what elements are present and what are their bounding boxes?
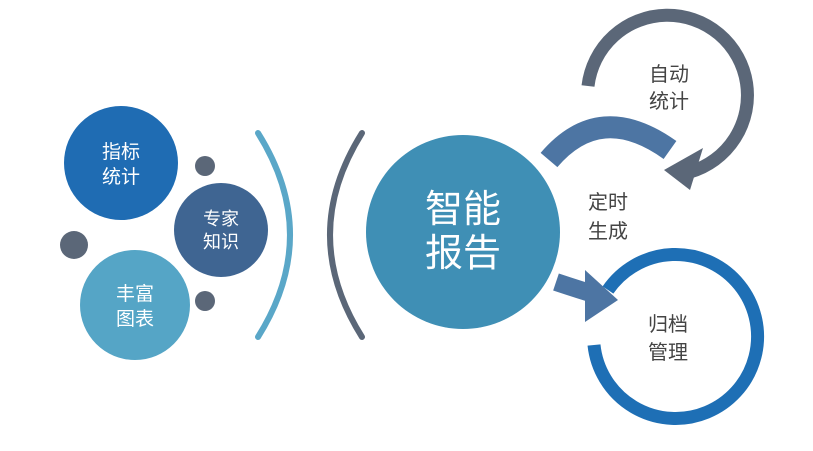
bracket-arc-gray [327, 130, 365, 340]
stats-circle [64, 106, 178, 220]
scheduled-label-line1: 定时 [588, 190, 628, 214]
core-label-line2: 报告 [425, 231, 501, 275]
bracket-arc-light [255, 130, 293, 340]
charts-label-line2: 图表 [116, 308, 154, 330]
scheduled-label-line2: 生成 [588, 219, 628, 243]
charts-circle [80, 250, 190, 360]
stats-label-line1: 指标 [102, 141, 140, 163]
core-circle [366, 135, 560, 329]
archive-label-line1: 归档 [648, 312, 688, 336]
charts-label-line1: 丰富 [116, 283, 154, 305]
auto-stats-ring [581, 8, 754, 179]
expert-circle [174, 183, 268, 277]
archive-label-line2: 管理 [648, 340, 688, 364]
archive-ring [587, 248, 765, 425]
auto-stats-arrowhead [664, 148, 703, 190]
arc-arrow-bottom-head [585, 270, 618, 322]
auto-stats-label-line2: 统计 [649, 89, 689, 113]
core-label-line1: 智能 [425, 187, 501, 231]
stats-label-line2: 统计 [102, 166, 140, 188]
arc-arrow-top [540, 116, 677, 168]
expert-label-line2: 知识 [203, 232, 239, 253]
small-dot-left [60, 231, 88, 259]
expert-label-line1: 专家 [203, 209, 239, 230]
small-dot-bottom [195, 291, 215, 311]
auto-stats-label-line1: 自动 [649, 62, 689, 86]
small-dot-top [195, 156, 215, 176]
